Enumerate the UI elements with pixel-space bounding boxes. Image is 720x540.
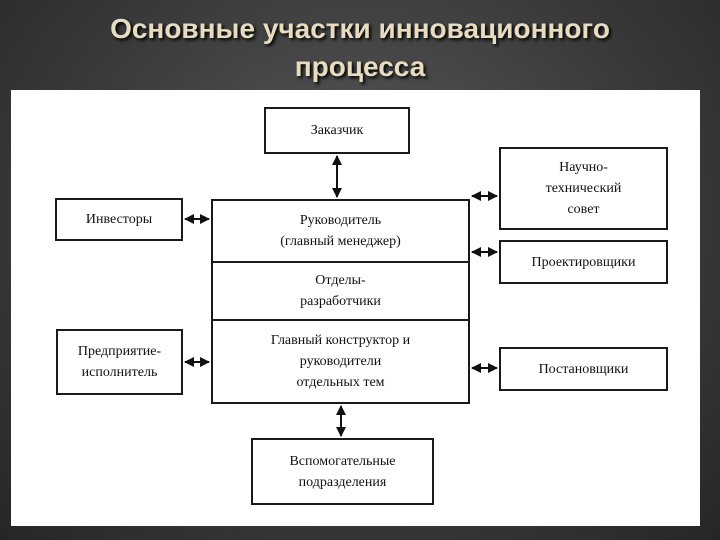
- council-label-line-3: совет: [567, 202, 600, 217]
- council-box: Научно- технический совет: [499, 147, 668, 230]
- diagram-panel: Заказчик Инвесторы Предприятие- исполнит…: [11, 90, 700, 526]
- executor-label-line-1: Предприятие-: [77, 344, 162, 359]
- designers-dept-box: Проектировщики: [499, 240, 668, 284]
- main-block: Руководитель (главный менеджер) Отделы- …: [211, 199, 470, 404]
- designers-label-line-2: руководители: [299, 354, 382, 369]
- head-label-line-1: Руководитель: [299, 213, 382, 228]
- main-section-developers: Отделы- разработчики: [213, 263, 468, 321]
- connector-arrows: [184, 155, 498, 437]
- council-label-line-1: Научно-: [559, 160, 608, 175]
- slide-title-line-2: процесса: [294, 51, 426, 82]
- designers-label-line-3: отдельных тем: [296, 375, 385, 390]
- investors-box: Инвесторы: [55, 198, 183, 241]
- council-label-line-2: технический: [545, 181, 622, 196]
- customer-box: Заказчик: [264, 107, 410, 154]
- auxiliary-label-line-1: Вспомогательные: [289, 453, 396, 469]
- setters-label: Постановщики: [538, 361, 629, 377]
- slide-title-line-1: Основные участки инновационного: [110, 13, 610, 44]
- slide-title: Основные участки инновационного процесса: [0, 10, 720, 86]
- developers-label-line-2: разработчики: [300, 294, 381, 309]
- head-label-line-2: (главный менеджер): [280, 234, 401, 249]
- main-section-head: Руководитель (главный менеджер): [213, 201, 468, 263]
- designers-label-line-1: Главный конструктор и: [270, 333, 411, 348]
- executor-label-line-2: исполнитель: [81, 365, 158, 380]
- executor-box: Предприятие- исполнитель: [56, 329, 183, 395]
- main-section-designers: Главный конструктор и руководители отдел…: [213, 321, 468, 402]
- auxiliary-box: Вспомогательные подразделения: [251, 438, 434, 505]
- setters-box: Постановщики: [499, 347, 668, 391]
- customer-label: Заказчик: [310, 123, 364, 138]
- designers-dept-label: Проектировщики: [531, 254, 636, 270]
- investors-label: Инвесторы: [85, 212, 153, 227]
- auxiliary-label-line-2: подразделения: [298, 474, 387, 490]
- developers-label-line-1: Отделы-: [315, 273, 366, 288]
